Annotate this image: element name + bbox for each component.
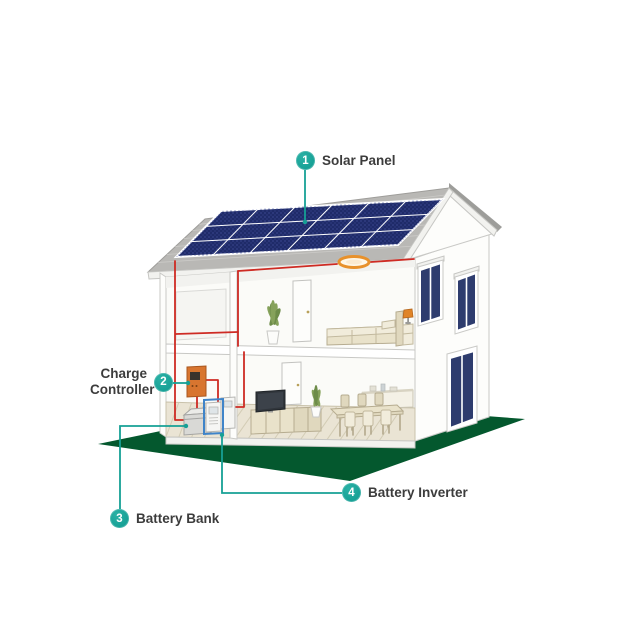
right-exterior-wall (401, 183, 502, 442)
callout-4-badge: 4 (342, 483, 361, 502)
callout-4-label: Battery Inverter (368, 485, 468, 500)
callout-1-badge: 1 (296, 151, 315, 170)
sliding-glass-door (446, 345, 478, 433)
house-cutaway (159, 255, 416, 449)
upper-window-2 (453, 265, 480, 335)
nightstand (402, 323, 414, 346)
headboard (395, 310, 404, 347)
downstairs-plant (310, 385, 322, 418)
foundation (165, 436, 416, 449)
callout-battery-bank: 3 Battery Bank (110, 509, 219, 528)
solar-panel-array (173, 197, 446, 259)
dining-set (329, 392, 405, 437)
bedside-lamp (402, 308, 414, 325)
upstairs-plant (266, 300, 281, 345)
upper-window-1 (416, 255, 445, 327)
upstairs-wall-panel (175, 288, 227, 341)
callout-connectors (119, 170, 342, 509)
callout-battery-inverter: 4 Battery Inverter (342, 483, 468, 502)
callout-2-badge: 2 (154, 372, 173, 392)
upstairs-door (292, 279, 312, 343)
ceiling-light (337, 255, 371, 269)
left-wall-edge (159, 272, 167, 438)
callout-charge-controller: Charge Controller 2 (90, 366, 173, 399)
callout-1-label: Solar Panel (322, 153, 396, 168)
second-floor-slab (165, 343, 416, 360)
callout-2-label: Charge Controller (90, 366, 155, 398)
battery-inverter-device (205, 401, 222, 433)
charge-controller-device (186, 365, 207, 398)
far-roof-slope (449, 183, 502, 232)
front-chairs (344, 409, 392, 437)
tv (255, 389, 286, 413)
callout-3-label: Battery Bank (136, 511, 220, 526)
callout-solar-panel: 1 Solar Panel (296, 151, 396, 170)
pillow (381, 319, 396, 330)
callout-3-badge: 3 (110, 509, 129, 528)
inverter-highlight-box (203, 397, 224, 436)
